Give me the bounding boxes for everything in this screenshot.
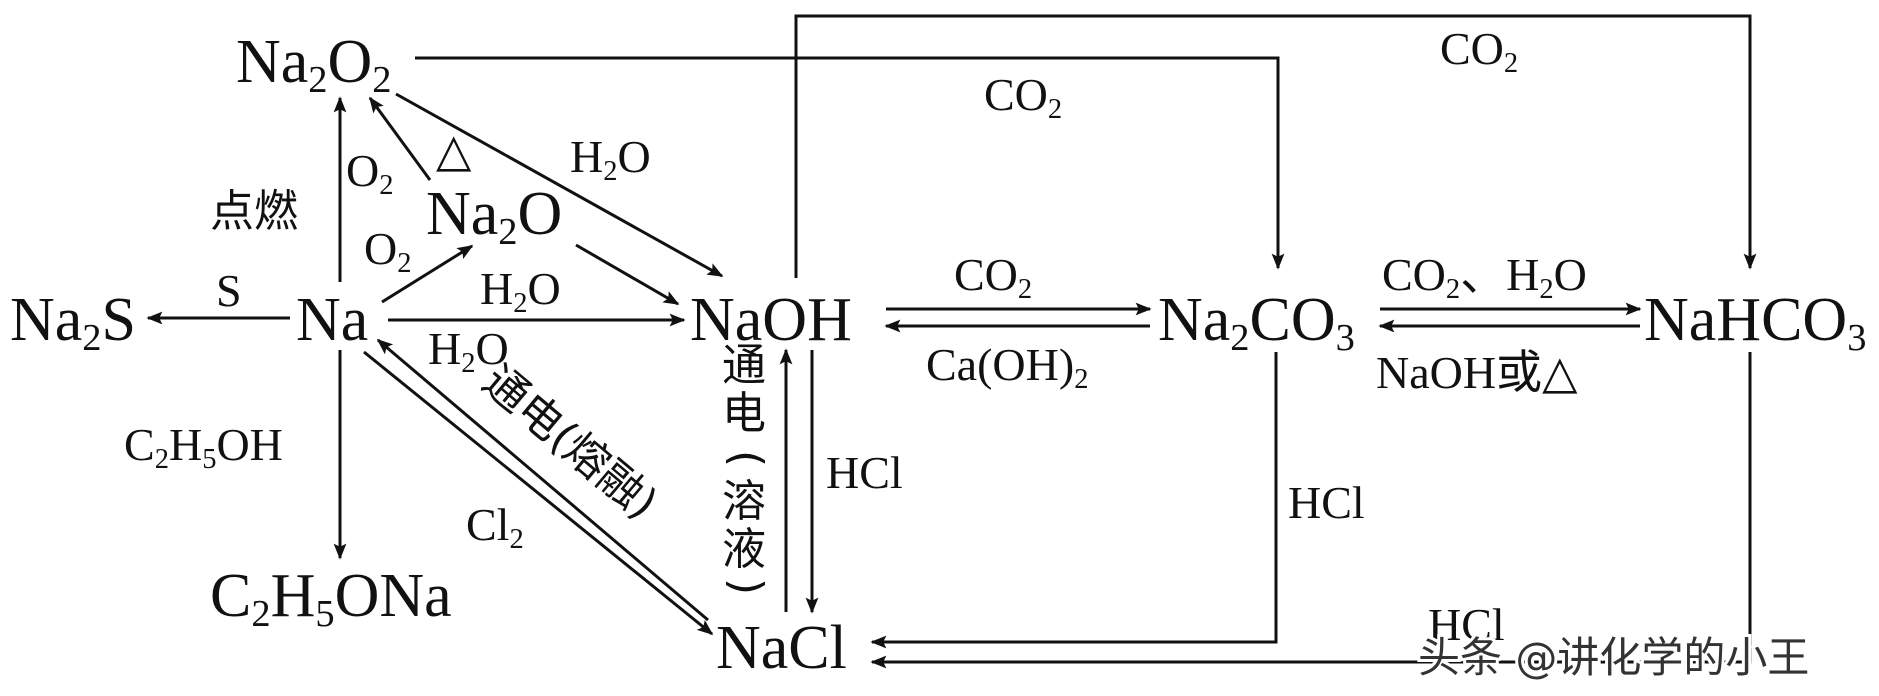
label-char: 通 [722, 340, 766, 391]
arrows [146, 14, 1757, 669]
arrow-na-to-na2o [381, 244, 474, 304]
arrow-na2o2-to-naoh [395, 92, 724, 278]
node-na: Na [296, 286, 368, 354]
label-h2o-na-naoh: H2O [428, 323, 509, 379]
label-co2-h2o: CO2、H2O [1382, 249, 1587, 305]
node-nahco3: NaHCO3 [1644, 286, 1866, 359]
label-s: S [216, 265, 242, 316]
label-char: 溶 [722, 476, 766, 527]
node-na2s: Na2S [10, 286, 136, 359]
arrow-naoh-to-nahco3 [794, 14, 1757, 278]
node-c2h5ona: C2H5ONa [210, 562, 452, 635]
label-dianran: 点燃 [210, 186, 298, 237]
label-h2o-na2o2-naoh: H2O [570, 131, 651, 187]
node-naoh: NaOH [690, 286, 852, 354]
arrow-nahco3-to-nacl [870, 352, 1752, 669]
label-c2h5oh: C2H5OH [124, 419, 283, 475]
label-o2-vertical: O2 [346, 145, 394, 201]
arrow-na2co3-to-nacl [870, 352, 1278, 649]
label-char: 电 [722, 388, 766, 439]
label-char: 液 [722, 524, 766, 575]
label-tongdian-rongye: 通 电 ( 溶 液 ) [721, 340, 772, 595]
label-caoh2: Ca(OH)2 [926, 339, 1088, 395]
arrow-na2o2-to-na2co3 [415, 56, 1285, 270]
label-naoh-or-delta: NaOH或△ [1376, 347, 1578, 398]
label-hcl-nahco3: HCl [1428, 599, 1505, 650]
label-hcl-naoh: HCl [826, 447, 903, 498]
label-co2-naoh-na2co3: CO2 [954, 249, 1032, 305]
node-na2co3: Na2CO3 [1158, 286, 1355, 359]
watermark-text: 头条 @讲化学的小王 [1418, 633, 1809, 682]
label-h2o-na2o-naoh: H2O [480, 263, 561, 319]
arrow-na-to-nacl [363, 350, 714, 636]
node-na2o2: Na2O2 [236, 28, 392, 101]
node-na2o: Na2O [426, 180, 562, 253]
label-delta: △ [436, 125, 472, 176]
watermark: 头条 @讲化学的小王 头条 @讲化学的小王 [1415, 630, 1812, 685]
label-char: ( [721, 450, 772, 467]
label-co2-mid: CO2 [984, 69, 1062, 125]
label-char: ) [721, 578, 772, 595]
label-co2-top: CO2 [1440, 23, 1518, 79]
watermark-shadow: 头条 @讲化学的小王 [1418, 633, 1809, 682]
label-o2-na-na2o: O2 [364, 223, 412, 279]
arrow-nacl-to-na [376, 338, 709, 622]
label-cl2: Cl2 [466, 499, 524, 555]
arrow-na2o-to-na2o2 [368, 96, 432, 181]
label-hcl-na2co3: HCl [1288, 477, 1365, 528]
arrow-na2o-to-naoh [575, 243, 680, 306]
compound-nodes: Na2O2 Na2O Na2S Na NaOH Na2CO3 NaHCO3 C2… [10, 28, 1866, 682]
node-nacl: NaCl [716, 614, 847, 682]
